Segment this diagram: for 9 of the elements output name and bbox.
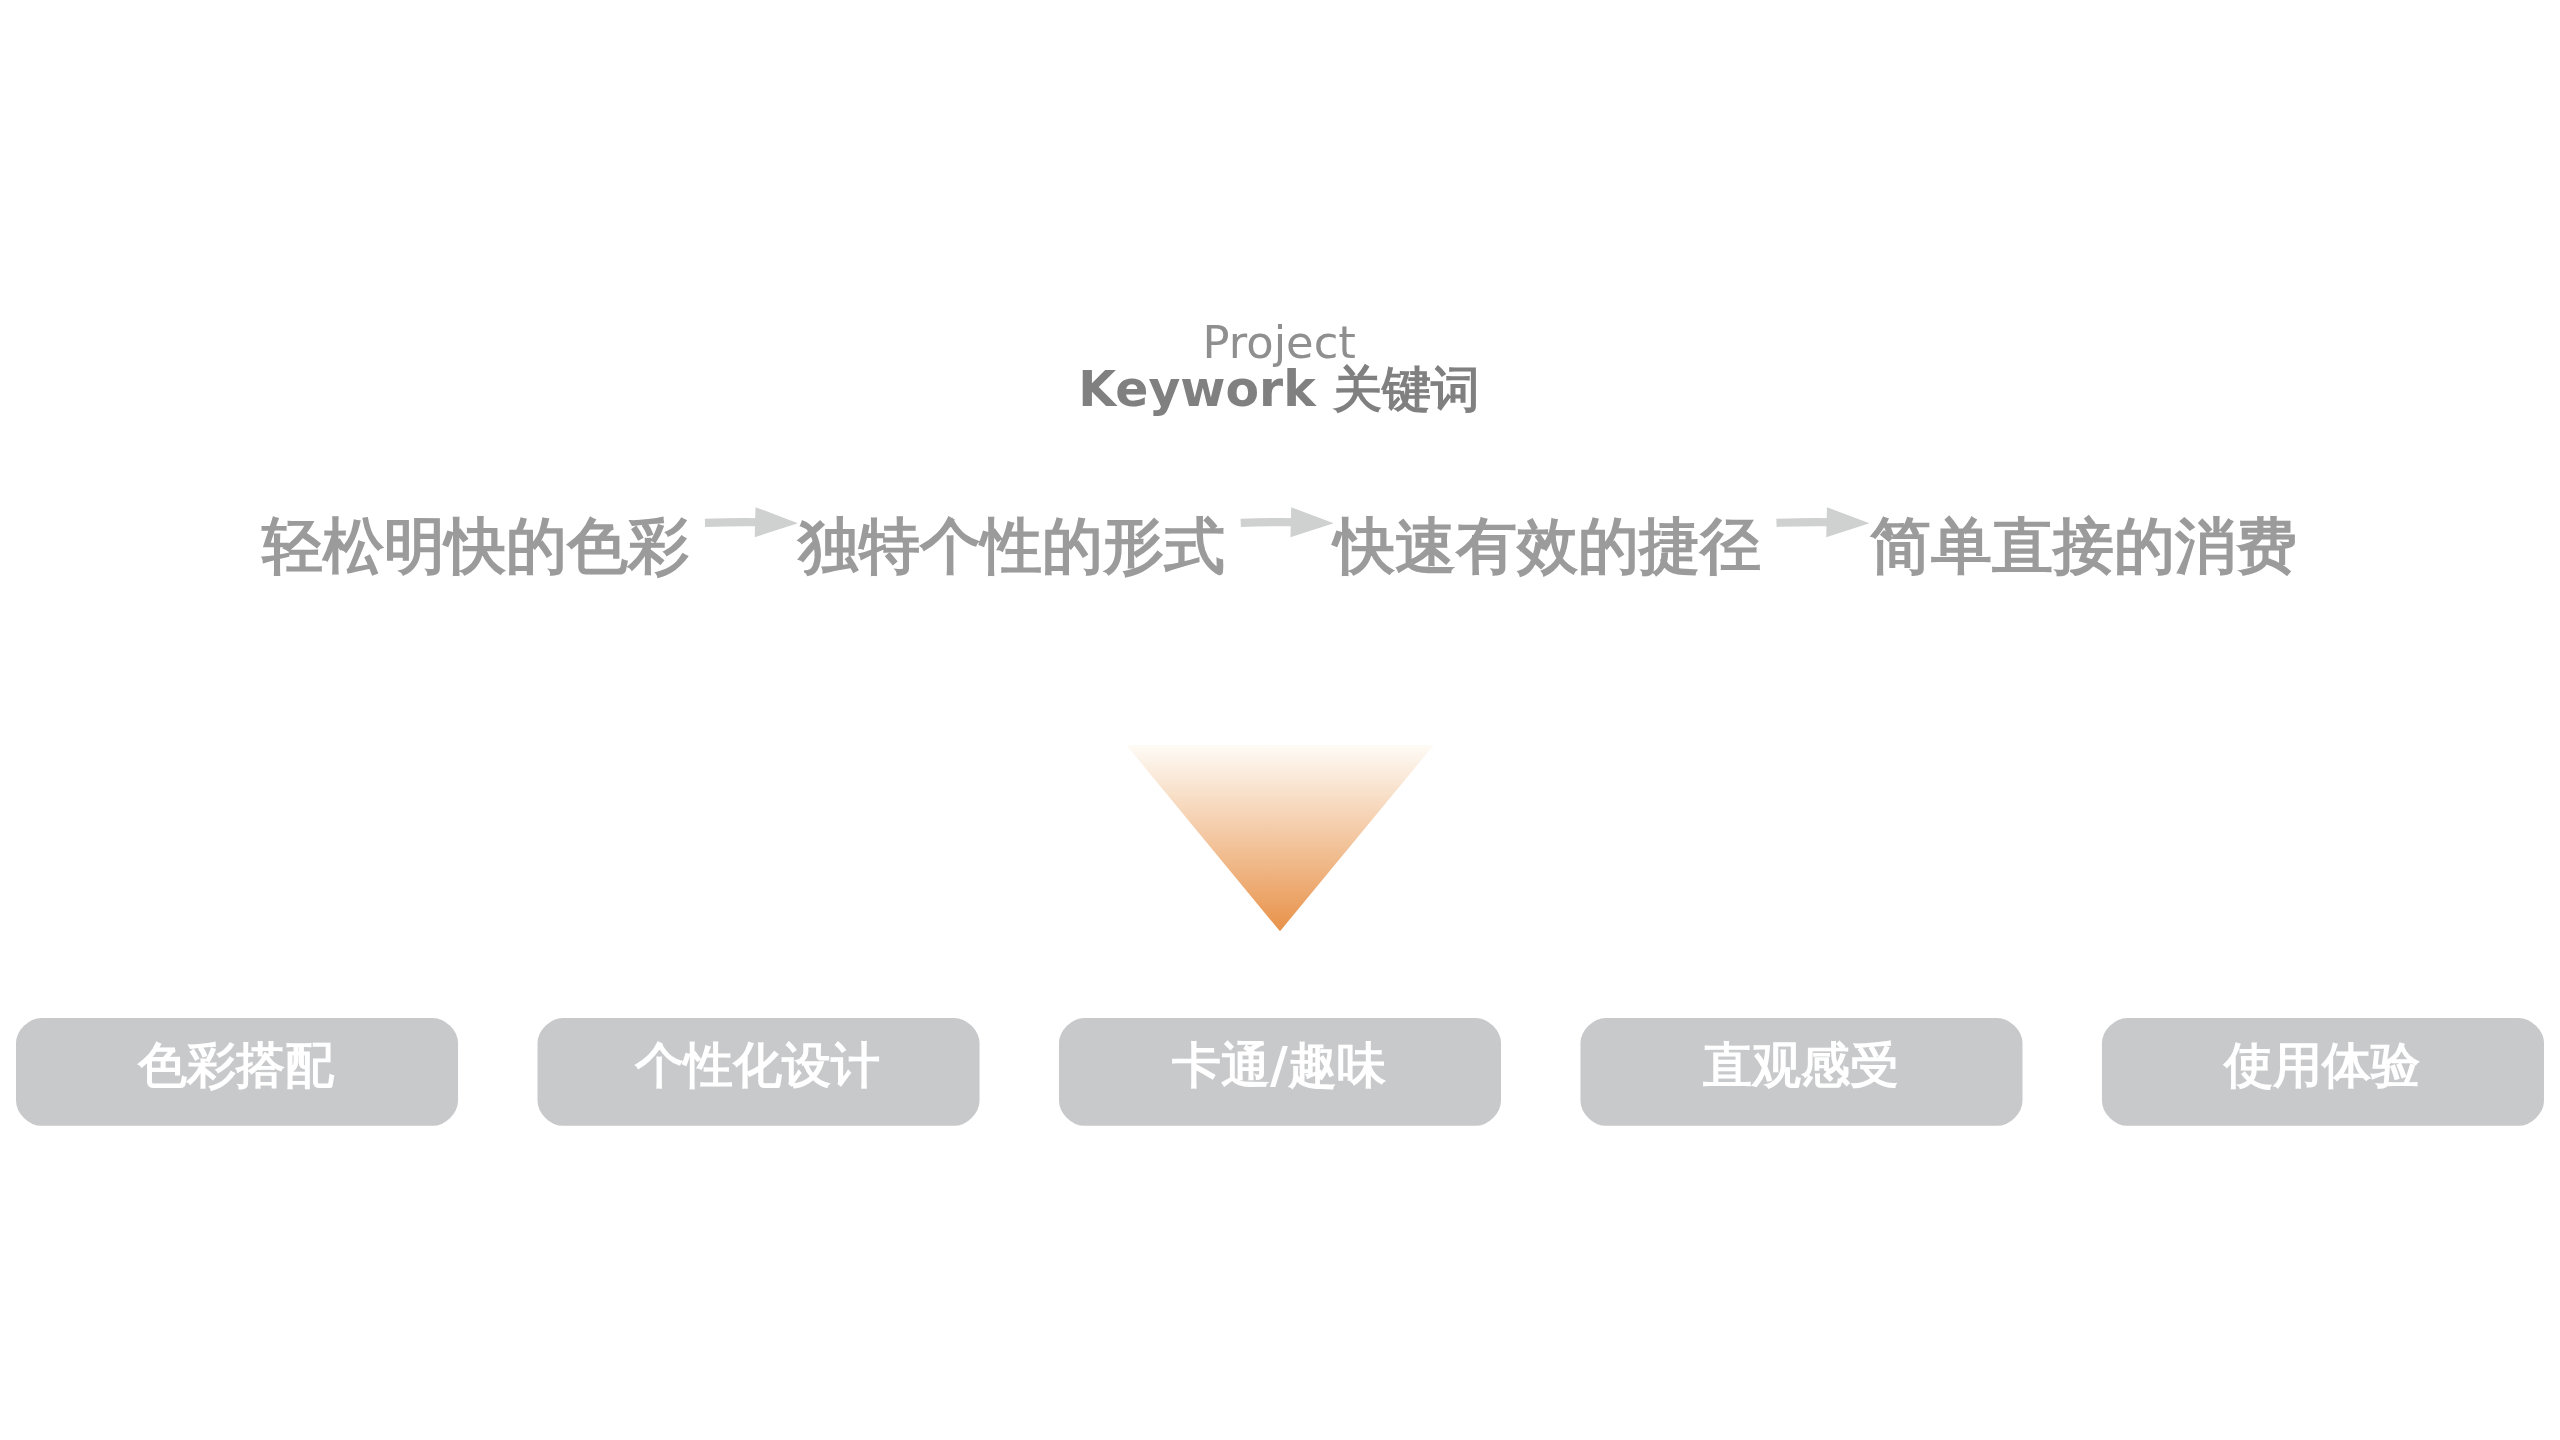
node-arrow [1126, 744, 1434, 931]
arrow [1776, 506, 1870, 537]
node-text: 快速有效的捷径 [1333, 509, 1761, 581]
diagram-title: Project Keywork 关键词 [1078, 315, 1480, 418]
node-text: 独特个性的形式 [798, 509, 1226, 581]
arrow [704, 506, 798, 537]
arrow [1240, 506, 1334, 537]
node-text: 轻松明快的色彩 [262, 509, 690, 581]
node-text: 简单直接的消费 [1869, 509, 2297, 581]
